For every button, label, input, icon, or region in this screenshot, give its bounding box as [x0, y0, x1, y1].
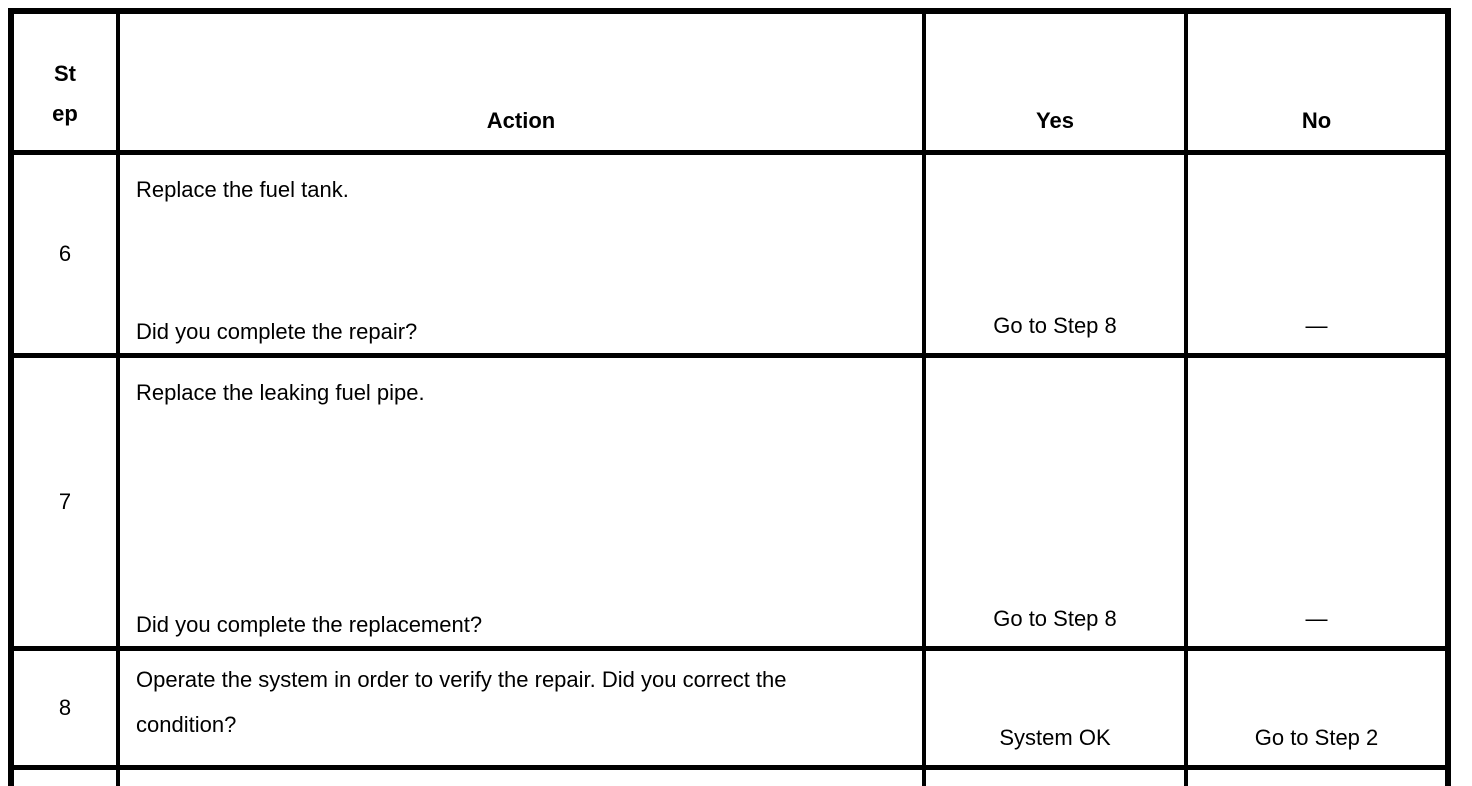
no-result: Go to Step 2 [1184, 646, 1450, 770]
table-row-cutoff [9, 765, 1450, 786]
table-row-step-8: 8 Operate the system in order to verify … [9, 646, 1450, 770]
action-question: Did you complete the replacement? [136, 612, 483, 637]
header-no-label: No [1301, 108, 1332, 133]
header-action-label: Action [486, 108, 556, 133]
header-no-cell: No [1184, 8, 1450, 155]
header-step-label: Step [52, 61, 78, 126]
action-instruction: Operate the system in order to verify th… [136, 667, 787, 737]
header-row: Step Action Yes No [9, 8, 1450, 155]
procedure-table: Step Action Yes No 6 Replace the fuel ta… [8, 8, 1451, 786]
action-instruction: Replace the fuel tank. [136, 177, 349, 202]
header-yes-cell: Yes [922, 8, 1188, 155]
action-cell: Operate the system in order to verify th… [116, 646, 926, 770]
header-step-cell: Step [9, 8, 120, 155]
table-row-step-6: 6 Replace the fuel tank. Did you complet… [9, 150, 1450, 358]
header-yes-label: Yes [1036, 108, 1074, 133]
no-result: — [1184, 353, 1450, 651]
table-row-step-7: 7 Replace the leaking fuel pipe. Did you… [9, 353, 1450, 651]
step-number: 6 [9, 150, 120, 358]
yes-result: System OK [922, 646, 1188, 770]
action-cell: Replace the leaking fuel pipe. Did you c… [116, 353, 926, 651]
action-cell: Replace the fuel tank. Did you complete … [116, 150, 926, 358]
yes-result: Go to Step 8 [922, 150, 1188, 358]
action-question: Did you complete the repair? [136, 319, 418, 344]
yes-result: Go to Step 8 [922, 353, 1188, 651]
action-instruction: Replace the leaking fuel pipe. [136, 380, 425, 405]
step-number: 7 [9, 353, 120, 651]
no-result: — [1184, 150, 1450, 358]
step-number: 8 [9, 646, 120, 770]
header-action-cell: Action [116, 8, 926, 155]
